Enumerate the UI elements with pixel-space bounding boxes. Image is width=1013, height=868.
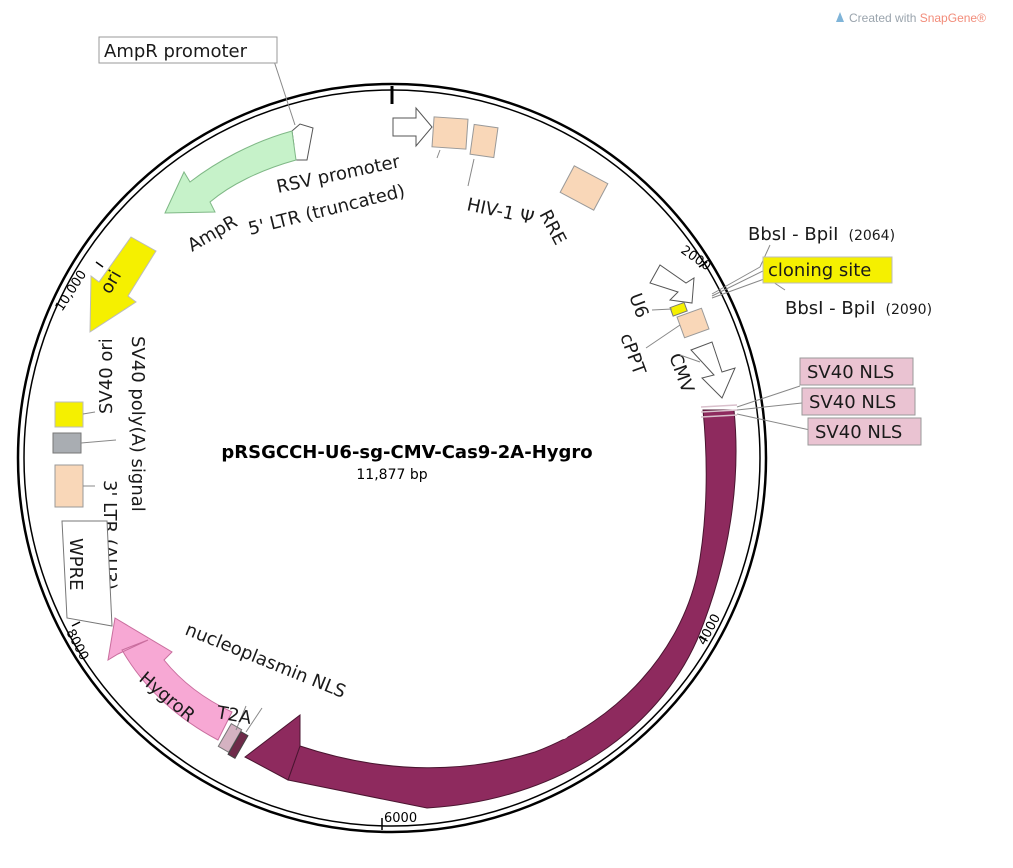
hiv1-leader [467, 158, 475, 187]
cmv-leader [679, 354, 701, 363]
cas9-feature [287, 409, 737, 809]
u6-label: U6 [624, 291, 652, 321]
sv40-ori-label: SV40 ori [96, 338, 117, 414]
cloning-site-label: cloning site [768, 260, 871, 281]
wpre-feature [61, 520, 113, 627]
plasmid-name: pRSGCCH-U6-sg-CMV-Cas9-2A-Hygro [221, 442, 592, 463]
cppt-leader [645, 324, 681, 349]
nucleoplasmin-label: nucleoplasmin NLS [182, 619, 349, 703]
sv40-ori-leader [82, 411, 96, 415]
cas9-arrowhead [244, 713, 301, 781]
svg-text:SV40 NLS: SV40 NLS [807, 362, 894, 383]
sv40-nls-label-3: SV40 NLS [807, 417, 922, 446]
ampr-feature [164, 130, 297, 214]
u6-leader [651, 308, 673, 311]
cloning-site-box [762, 256, 893, 284]
tick-2000: 2000 [678, 243, 714, 274]
cmv-arrow [690, 341, 736, 399]
wpre-label: WPRE [65, 538, 86, 591]
bbsi-site-1: BbsI - BpiI(2064) [748, 224, 895, 245]
ltr3-feature [54, 464, 84, 508]
sv40-ori-feature [54, 401, 84, 428]
cloning-site-mark [669, 301, 688, 317]
t2a-leader [235, 705, 247, 731]
ampr-promoter-label: AmpR promoter [104, 41, 248, 62]
cppt-feature [676, 307, 710, 339]
bbsi-site-leaders [711, 244, 786, 299]
rre-label: RRE [535, 206, 571, 248]
ampr-promoter-leader [272, 57, 296, 126]
ampr-label: AmpR [184, 211, 241, 256]
sv40-nls-label-1: SV40 NLS [799, 357, 914, 386]
nucleoplasmin-leader [245, 707, 263, 733]
ori-feature [89, 236, 157, 333]
u6-arrow [649, 264, 695, 304]
bbsi-site-2: BbsI - BpiI(2090) [785, 298, 932, 319]
nucleoplasmin-nls-feature [227, 731, 249, 759]
sv40-polya-feature [52, 432, 82, 454]
sv40-polya-leader [80, 439, 117, 444]
backbone-outer-ring [16, 82, 768, 834]
sv40-polya-label: SV40 poly(A) signal [127, 336, 148, 512]
rre-feature [559, 165, 609, 211]
hiv1-label: HIV-1 Ψ [465, 194, 536, 229]
hygror-feature [107, 617, 233, 741]
tick-6000: 6000 [381, 811, 417, 830]
ltr5-feature [431, 116, 469, 150]
plasmid-size: 11,877 bp [356, 467, 427, 483]
sv40-nls-label-2: SV40 NLS [801, 387, 916, 416]
svg-text:2000: 2000 [678, 243, 714, 274]
cmv-label: CMV [664, 351, 698, 397]
rsv-promoter-arrow [392, 106, 433, 148]
ltr5-leader [436, 149, 441, 159]
svg-text:6000: 6000 [384, 811, 417, 826]
cppt-label: cPPT [615, 331, 650, 379]
svg-text:SV40 NLS: SV40 NLS [809, 392, 896, 413]
ltr5-label: 5' LTR (truncated) [246, 181, 407, 240]
ampr-promoter-box [98, 36, 278, 64]
credit-text: Created with SnapGene® [849, 11, 986, 25]
svg-text:SV40 NLS: SV40 NLS [815, 422, 902, 443]
snapgene-logo-icon [836, 12, 844, 22]
sv40-nls-marks [700, 385, 811, 431]
hiv1-psi-feature [469, 123, 499, 159]
